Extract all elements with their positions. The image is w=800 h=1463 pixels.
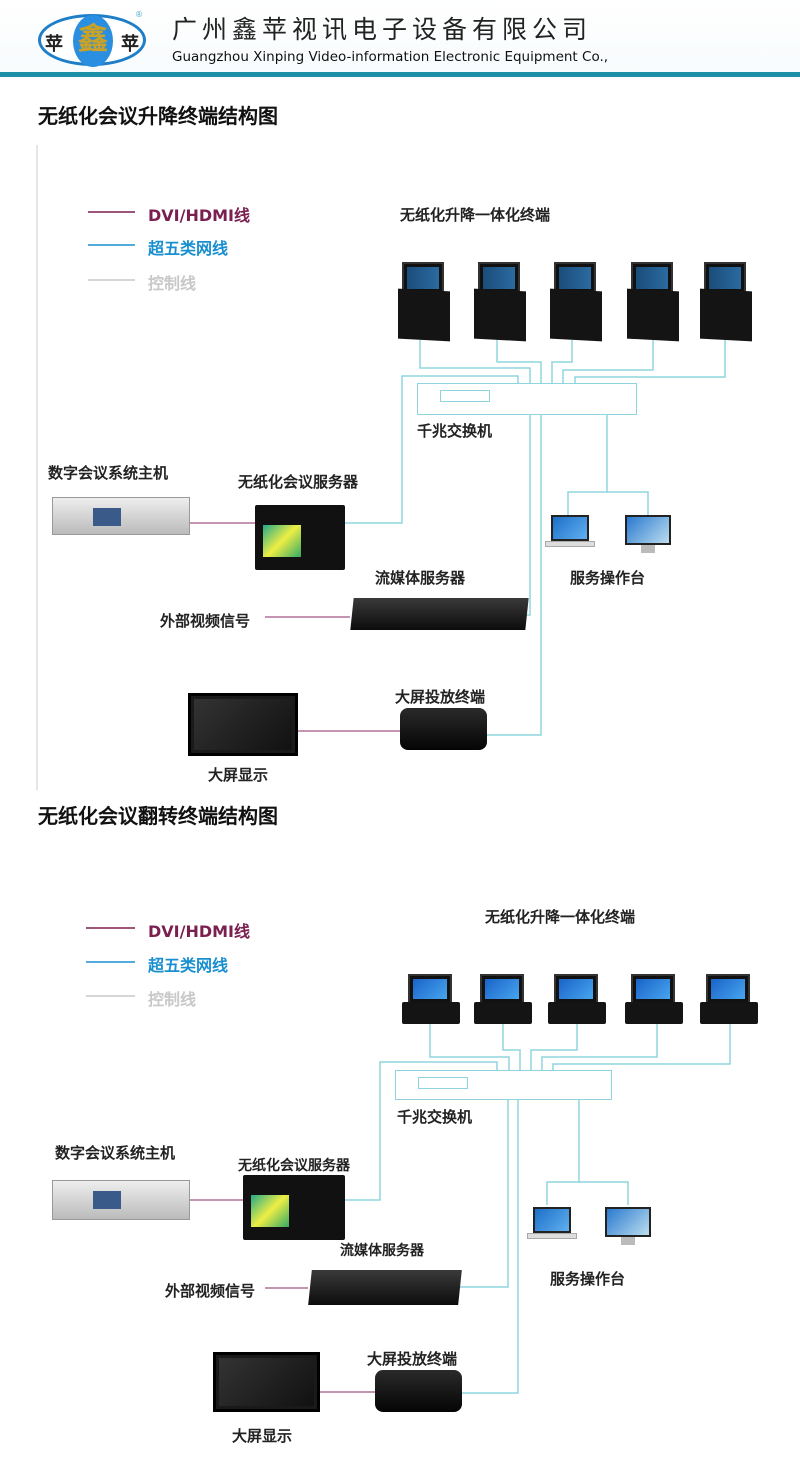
screen-terminal-label: 大屏投放终端 [395, 688, 486, 706]
legend-dvi-label: DVI/HDMI线 [148, 206, 251, 225]
server-label: 无纸化会议服务器 [238, 473, 359, 491]
console-label: 服务操作台 [570, 569, 646, 587]
header-divider [0, 72, 800, 77]
lift-terminal [398, 262, 450, 342]
monitor-icon [605, 1207, 651, 1247]
logo-side-right: 苹 [121, 34, 139, 55]
host-label: 数字会议系统主机 [55, 1144, 176, 1162]
company-name-cn: 广州鑫苹视讯电子设备有限公司 [172, 15, 593, 44]
conference-host [52, 1180, 190, 1220]
large-display [213, 1352, 320, 1412]
display-label: 大屏显示 [232, 1427, 293, 1445]
switch-label: 千兆交换机 [397, 1108, 473, 1126]
gigabit-switch [417, 383, 637, 415]
flip-terminal [474, 974, 532, 1024]
stream-server-label: 流媒体服务器 [375, 569, 466, 587]
screen-terminal-box [375, 1370, 462, 1412]
lift-terminal [550, 262, 602, 342]
external-video-label: 外部视频信号 [160, 612, 251, 630]
flip-terminal [625, 974, 683, 1024]
monitor-icon [625, 515, 671, 555]
screen-terminal-label: 大屏投放终端 [367, 1350, 458, 1368]
registered-mark: ® [135, 10, 143, 19]
company-logo: 苹 鑫 苹 [38, 14, 146, 67]
switch-label: 千兆交换机 [417, 422, 493, 440]
server-label: 无纸化会议服务器 [238, 1158, 350, 1174]
flip-terminal [402, 974, 460, 1024]
section-title: 无纸化会议升降终端结构图 [38, 104, 278, 128]
display-label: 大屏显示 [208, 766, 269, 784]
paperless-server [255, 505, 345, 570]
lift-terminal [627, 262, 679, 342]
laptop-icon [545, 515, 595, 549]
streaming-server [308, 1270, 462, 1305]
screen-terminal-box [400, 708, 487, 750]
external-video-label: 外部视频信号 [165, 1282, 256, 1300]
console-label: 服务操作台 [550, 1270, 626, 1288]
logo-center: 鑫 [73, 15, 113, 67]
conference-host [52, 497, 190, 535]
paperless-server [243, 1175, 345, 1240]
legend-ctrl-label: 控制线 [148, 274, 197, 293]
legend-dvi-label: DVI/HDMI线 [148, 922, 251, 941]
legend-ctrl-label: 控制线 [148, 990, 197, 1009]
terminals-label: 无纸化升降一体化终端 [485, 908, 636, 926]
section-title: 无纸化会议翻转终端结构图 [38, 804, 278, 828]
lift-terminal [700, 262, 752, 342]
terminals-label: 无纸化升降一体化终端 [400, 206, 551, 224]
large-display [188, 693, 298, 756]
gigabit-switch [395, 1070, 612, 1100]
company-name-en: Guangzhou Xinping Video-information Elec… [172, 49, 609, 65]
laptop-icon [527, 1207, 577, 1241]
legend-net-label: 超五类网线 [148, 956, 229, 975]
host-label: 数字会议系统主机 [48, 464, 169, 482]
lift-terminal [474, 262, 526, 342]
flip-terminal [700, 974, 758, 1024]
streaming-server [350, 598, 529, 630]
flip-terminal [548, 974, 606, 1024]
legend-net-label: 超五类网线 [148, 239, 229, 258]
logo-side-left: 苹 [45, 34, 63, 55]
stream-server-label: 流媒体服务器 [340, 1243, 424, 1259]
